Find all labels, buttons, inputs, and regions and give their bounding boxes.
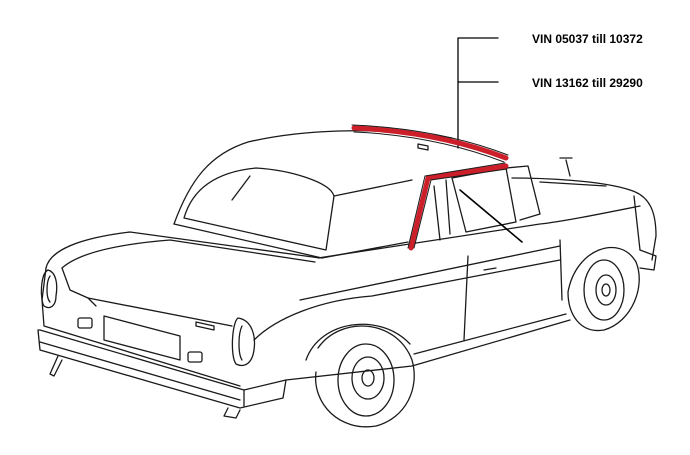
- leader-line-top: [457, 37, 499, 149]
- callout-vin-range-1: VIN 05037 till 10372: [532, 32, 643, 46]
- license-plate: [103, 315, 181, 361]
- tail-light-left: [40, 269, 58, 309]
- window-seal-outline: [351, 124, 509, 249]
- front-wheel: [567, 246, 640, 332]
- rear-body: [40, 231, 321, 387]
- roof-clip: [417, 143, 429, 151]
- window-seal-highlight: [351, 125, 509, 251]
- tail-light-right: [231, 317, 256, 367]
- pointer-line: [459, 189, 523, 243]
- front-body: [511, 157, 657, 271]
- rear-bumper: [37, 329, 287, 419]
- boot-badge: [195, 321, 215, 331]
- callout-vin-range-2: VIN 13162 till 29290: [532, 76, 643, 90]
- door-handle: [483, 267, 497, 271]
- roof-seal: [351, 125, 509, 161]
- callout-leaders: [457, 37, 499, 149]
- side-windows: [433, 165, 541, 241]
- rear-reflector-right: [187, 351, 203, 363]
- mascot: [559, 157, 573, 177]
- side-body: [253, 205, 641, 381]
- rear-reflector-left: [77, 317, 93, 329]
- window-frame-seal: [408, 163, 509, 251]
- rear-wheel: [305, 323, 415, 428]
